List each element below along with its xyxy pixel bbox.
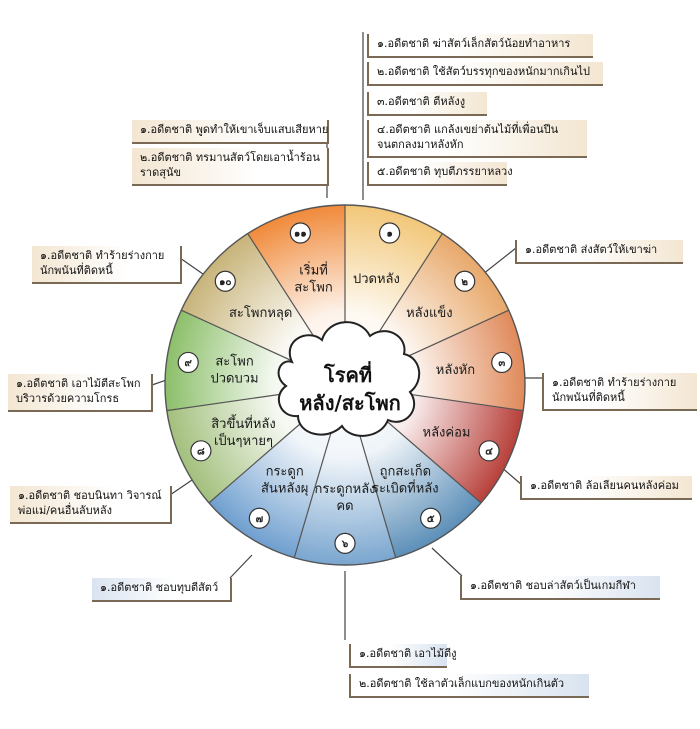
segment-label: หลังค่อม: [423, 425, 471, 440]
segment-number: ๔: [485, 446, 493, 457]
segment-number-circle: [177, 351, 199, 374]
segment-label: หลังแข็ง: [406, 303, 453, 321]
segment-labels: ปวดหลังหลังแข็งหลังหักหลังค่อมถูกสะเก็ดร…: [210, 261, 475, 514]
segment-number: ๖: [341, 539, 349, 550]
cause-box-seg3: ๑.อดีตชาติ ทำร้ายร่างกายนักพนันที่ติดหนี…: [542, 373, 697, 411]
segment-number-circle: [190, 440, 212, 462]
cause-box-seg10: ๑.อดีตชาติ ทำร้ายร่างกายนักพนันที่ติดหนี…: [32, 246, 182, 284]
segment-number-circle: [289, 222, 311, 244]
segment-label: สิวขึ้นที่หลังเป็นๆหายๆ: [211, 414, 276, 449]
segment-number-circle: [491, 351, 513, 374]
segment-number: ๑๑: [294, 229, 307, 240]
segment-label: กระดูกสันหลังผุ: [261, 464, 308, 496]
cause-box-seg6-1: ๑.อดีตชาติ เอาไม้ตีงู: [349, 644, 457, 668]
cause-box-seg11-1: ๑.อดีตชาติ พูดทำให้เขาเจ็บแสบเสียหาย: [132, 120, 329, 144]
cause-box-seg1-3: ๓.อดีตชาติ ตีหลังงู: [367, 92, 487, 116]
segment-number: ๘: [197, 446, 205, 457]
cause-box-seg5: ๑.อดีตชาติ ชอบล่าสัตว์เป็นเกมกีฬา: [460, 576, 660, 600]
segment-number-circle: [334, 532, 356, 555]
segment-number: ๗: [256, 514, 264, 525]
segment-number-circle: [420, 507, 442, 529]
center-title-line1: โรคที่: [323, 360, 372, 387]
segment-label: สะโพกปวดบวม: [210, 354, 258, 387]
segment-number-circle: [248, 507, 270, 529]
segment-number-circle: [214, 270, 236, 292]
segment-label: เริ่มที่สะโพก: [294, 261, 332, 295]
segment-label: ถูกสะเก็ดระเบิดที่หลัง: [372, 461, 439, 496]
cause-box-seg8: ๑.อดีตชาติ ชอบนินทา วิจารณ์พ่อแม่/คนอื่น…: [10, 486, 172, 524]
cause-box-seg9: ๑.อดีตชาติ เอาไม้ตีสะโพกบริวารด้วยความโก…: [8, 374, 153, 412]
segment-number-circle: [478, 440, 500, 462]
cause-box-seg11-2: ๒.อดีตชาติ ทรมานสัตว์โดยเอาน้ำร้อนราดสุน…: [132, 148, 329, 186]
segment-number: ๒: [461, 277, 468, 288]
segment-number: ๙: [185, 358, 193, 369]
cause-box-seg6-2: ๒.อดีตชาติ ใช้ลาตัวเล็กแบกของหนักเกินตัว: [349, 674, 589, 698]
cause-box-seg1-1: ๑.อดีตชาติ ฆ่าสัตว์เล็กสัตว์น้อยทำอาหาร: [367, 34, 593, 58]
center-title-line2: หลัง/สะโพก: [299, 391, 401, 415]
cause-box-seg1-5: ๕.อดีตชาติ ทุบตีภรรยาหลวง: [367, 162, 513, 186]
segment-number-circle: [454, 270, 476, 292]
segment-label: กระดูกหลังคด: [314, 482, 375, 514]
cause-box-seg2: ๑.อดีตชาติ ส่งสัตว์ให้เขาฆ่า: [515, 240, 683, 264]
segment-number-circle: [379, 222, 401, 244]
segment-label: ปวดหลัง: [353, 272, 400, 287]
cause-box-seg1-2: ๒.อดีตชาติ ใช้สัตว์บรรทุกของหนักมากเกินไ…: [367, 62, 603, 86]
segment-number: ๑๐: [219, 277, 231, 288]
segment-label: หลังหัก: [436, 363, 475, 378]
segment-number: ๕: [427, 514, 435, 525]
cause-box-seg1-4: ๔.อดีตชาติ แกล้งเขย่าต้นไม้ที่เพื่อนปีนจ…: [367, 120, 587, 158]
center-cloud: โรคที่ หลัง/สะโพก: [277, 321, 420, 437]
segment-label: สะโพกหลุด: [229, 305, 292, 321]
cause-box-seg7: ๑.อดีตชาติ ชอบทุบตีสัตว์: [92, 578, 232, 602]
cause-box-seg4: ๑.อดีตชาติ ล้อเลียนคนหลังค่อม: [520, 476, 692, 500]
segment-number: ๓: [498, 358, 505, 369]
segment-number: ๑: [386, 229, 392, 240]
